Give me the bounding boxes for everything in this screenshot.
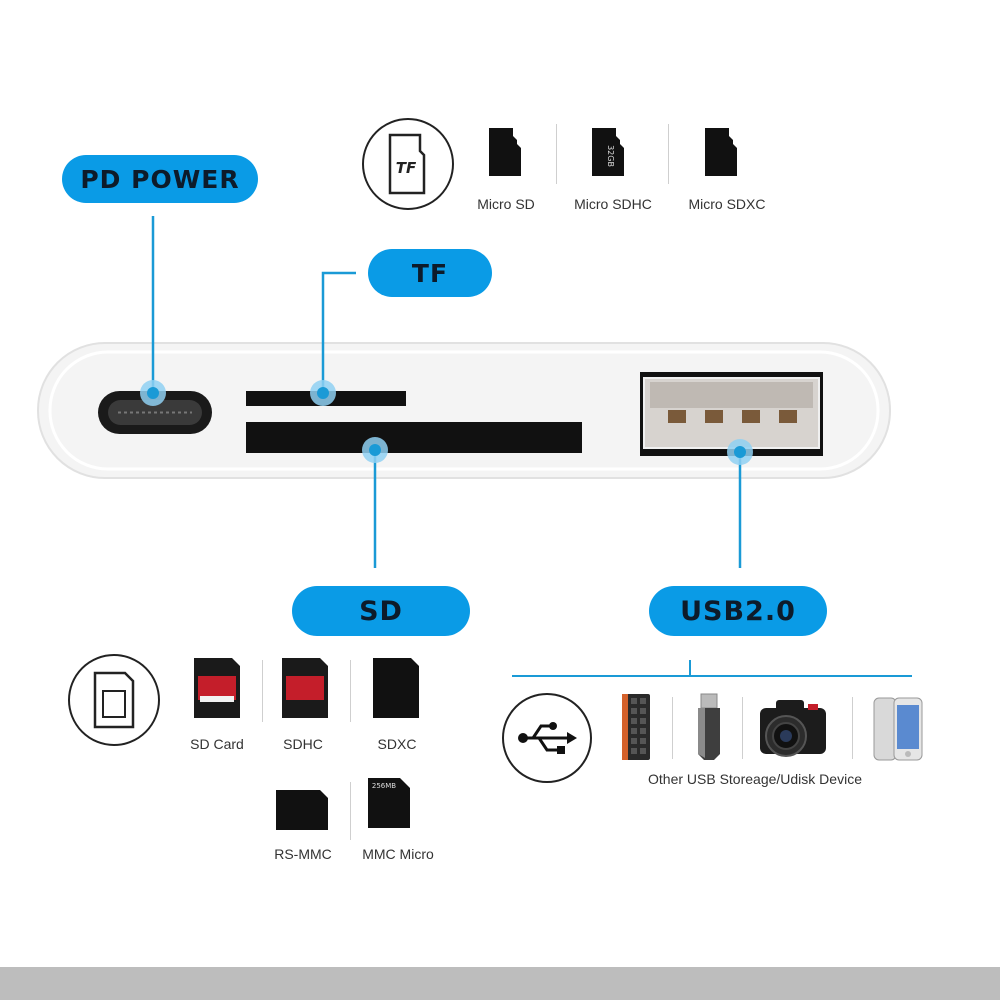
micro-sdxc-card	[703, 126, 743, 183]
sd-slot	[246, 422, 582, 453]
usb-a-port	[640, 372, 823, 456]
divider	[350, 782, 351, 840]
divider	[668, 124, 669, 184]
divider	[742, 697, 743, 759]
micro-sdhc-card: 32GB	[590, 126, 630, 183]
divider	[852, 697, 853, 759]
micro-sdhc-print: 32GB	[606, 145, 615, 167]
leader-dots	[140, 380, 753, 465]
sdhc-card-image	[280, 656, 330, 725]
tf-card-label-micro-sdxc: Micro SDXC	[688, 196, 766, 212]
micro-sd-card	[487, 126, 527, 183]
mmc-micro-print: 256MB	[372, 782, 396, 790]
mmc-micro-card-image: 256MB	[366, 776, 412, 835]
sdxc-label: SDXC	[377, 736, 417, 752]
sd-card-image	[192, 656, 242, 725]
bottom-bar	[0, 967, 1000, 1000]
sd-card-icon	[68, 654, 160, 746]
camera-image	[756, 694, 830, 765]
tf-card-icon: TF	[362, 118, 454, 210]
sd-callout: SD	[292, 586, 470, 636]
usb-bracket	[512, 660, 912, 677]
keyboard-image	[620, 692, 652, 767]
divider	[672, 697, 673, 759]
mmc-micro-label: MMC Micro	[362, 846, 434, 862]
rs-mmc-label: RS-MMC	[274, 846, 332, 862]
tf-card-label-micro-sd: Micro SD	[477, 196, 535, 212]
usb-icon	[502, 693, 592, 783]
divider	[350, 660, 351, 722]
usb-flash-drive-image	[695, 692, 723, 767]
pd-power-callout: PD POWER	[62, 155, 258, 203]
sdxc-card-image	[371, 656, 421, 725]
divider	[262, 660, 263, 722]
tf-card-label-micro-sdhc: Micro SDHC	[574, 196, 652, 212]
divider	[556, 124, 557, 184]
usb-callout: USB2.0	[649, 586, 827, 636]
tf-icon-text: TF	[396, 159, 417, 177]
smartphone-image	[872, 696, 924, 767]
usb-c-port	[98, 391, 212, 434]
rs-mmc-card-image	[274, 788, 330, 837]
tf-callout: TF	[368, 249, 492, 297]
sd-card-label: SD Card	[190, 736, 244, 752]
tf-leader	[321, 271, 356, 393]
usb-devices-label: Other USB Storeage/Udisk Device	[648, 771, 862, 787]
sdhc-label: SDHC	[283, 736, 323, 752]
